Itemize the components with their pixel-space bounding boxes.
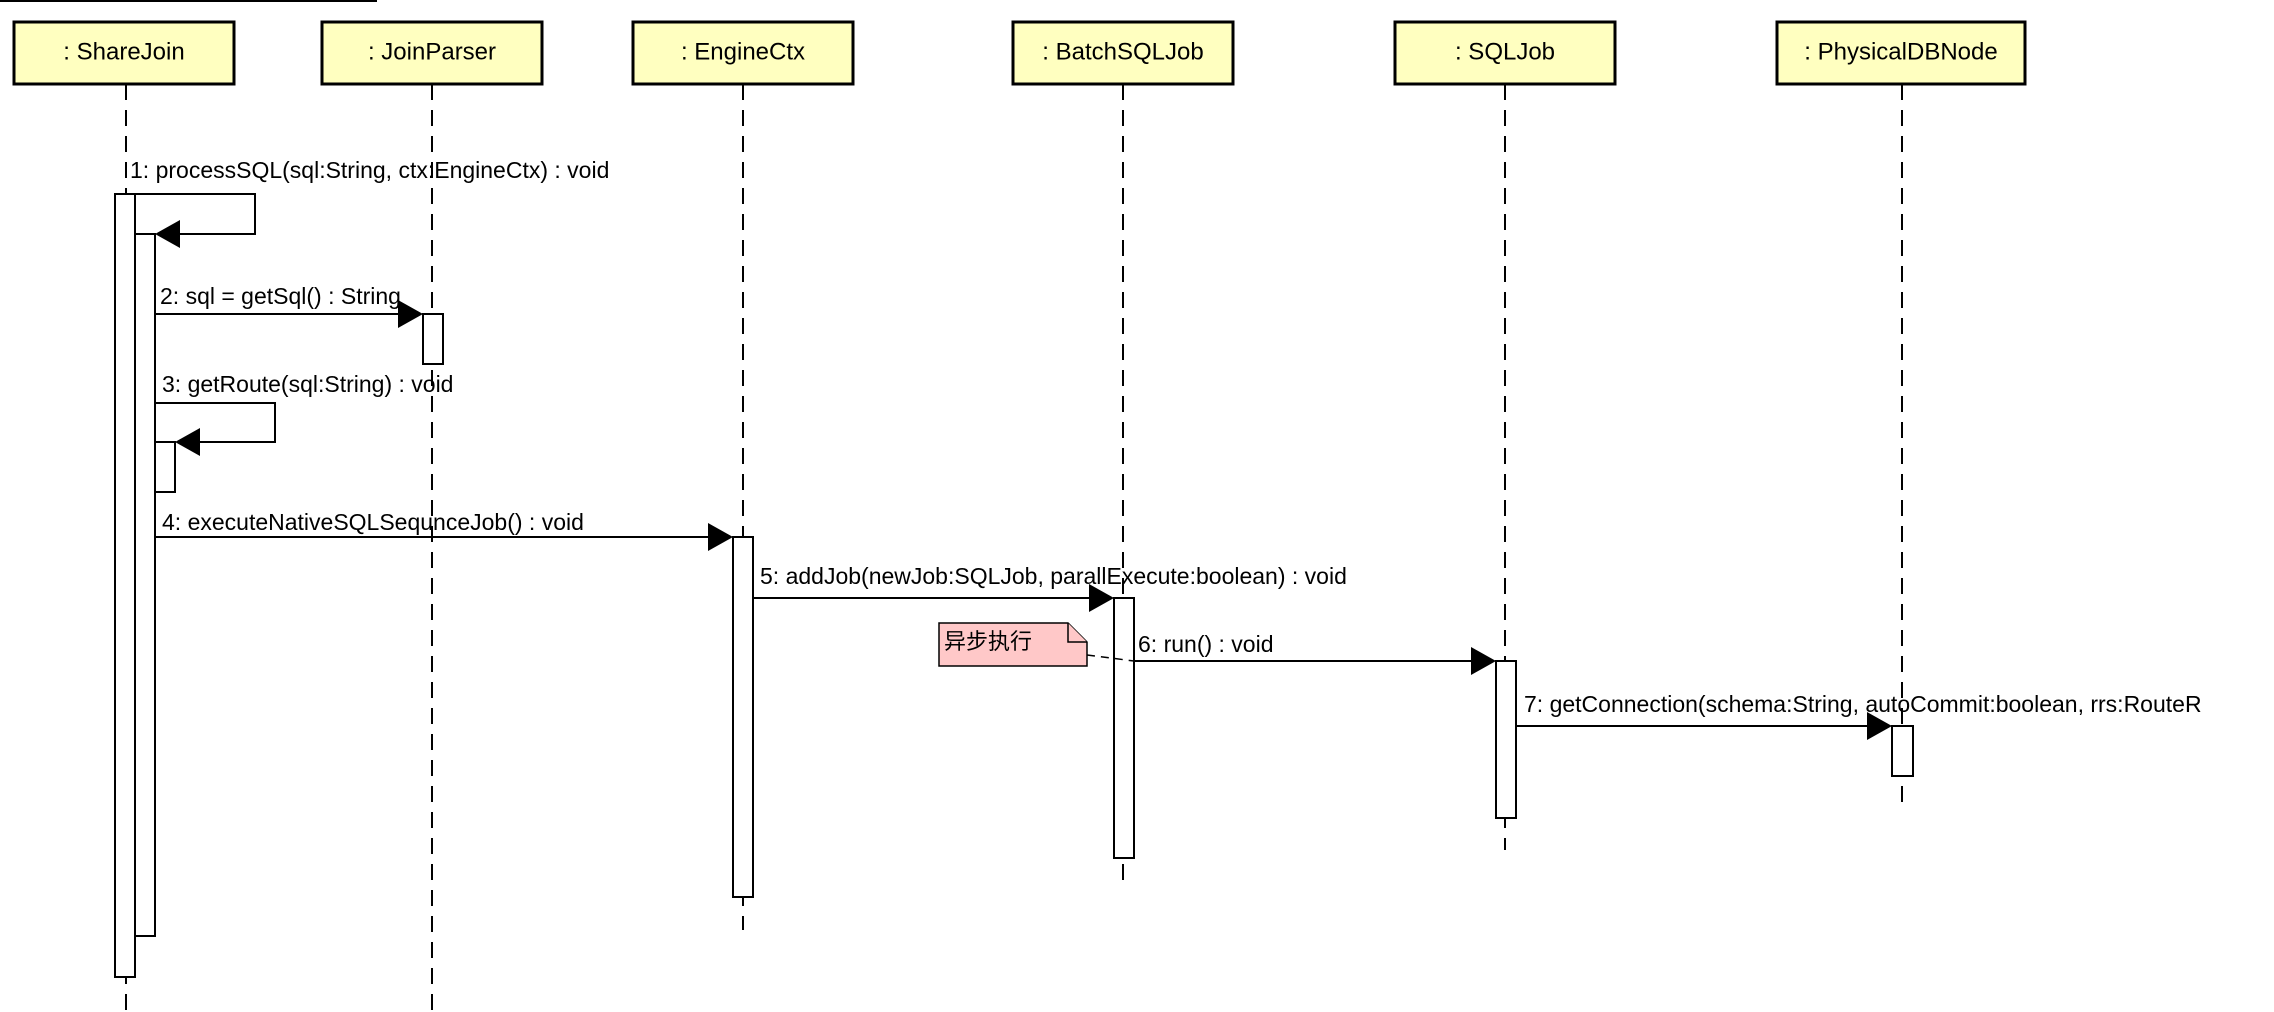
message-label: 6: run() : void xyxy=(1138,631,1274,657)
lifeline-label: : JoinParser xyxy=(368,38,496,65)
lifeline-header-enginectx[interactable]: : EngineCtx xyxy=(631,20,855,86)
message-2[interactable]: 2: sql = getSql() : String xyxy=(155,283,423,328)
activation-sharejoin-outer xyxy=(114,193,136,978)
message-label: 3: getRoute(sql:String) : void xyxy=(162,371,453,397)
lifeline-label: : BatchSQLJob xyxy=(1042,38,1203,65)
message-label: 4: executeNativeSQLSequnceJob() : void xyxy=(162,509,584,535)
activation-joinparser xyxy=(422,313,444,365)
note-connector xyxy=(1086,654,1135,662)
lifeline-header-batchsqljob[interactable]: : BatchSQLJob xyxy=(1011,20,1235,86)
lifeline-header-sqljob[interactable]: : SQLJob xyxy=(1393,20,1617,86)
activation-sqljob xyxy=(1495,660,1517,819)
lifeline-label: : SQLJob xyxy=(1455,38,1555,65)
activation-sharejoin-inner xyxy=(134,233,156,937)
lifeline-label: : PhysicalDBNode xyxy=(1804,38,1997,65)
message-label: 5: addJob(newJob:SQLJob, parallExecute:b… xyxy=(760,563,1347,589)
message-label: 2: sql = getSql() : String xyxy=(160,283,401,309)
message-3[interactable]: 3: getRoute(sql:String) : void xyxy=(155,371,453,456)
message-6[interactable]: 6: run() : void xyxy=(1134,631,1496,675)
lifeline-header-sharejoin[interactable]: : ShareJoin xyxy=(12,20,236,86)
async-note[interactable]: 异步执行 xyxy=(938,622,1135,667)
lifeline-label: : EngineCtx xyxy=(681,38,805,65)
message-4[interactable]: 4: executeNativeSQLSequnceJob() : void xyxy=(155,509,733,551)
lifeline-header-physicaldbnode[interactable]: : PhysicalDBNode xyxy=(1775,20,2027,86)
message-7[interactable]: 7: getConnection(schema:String, autoComm… xyxy=(1516,691,2202,740)
lifeline-label: : ShareJoin xyxy=(63,38,184,65)
message-5[interactable]: 5: addJob(newJob:SQLJob, parallExecute:b… xyxy=(753,563,1347,612)
note-text: 异步执行 xyxy=(944,630,1032,655)
lifeline-header-joinparser[interactable]: : JoinParser xyxy=(320,20,544,86)
message-label: 1: processSQL(sql:String, ctx:EngineCtx)… xyxy=(130,157,609,183)
diagram-frame-edge xyxy=(0,0,377,2)
activation-physicaldbnode xyxy=(1891,725,1914,777)
activation-enginectx xyxy=(732,536,754,898)
activation-sharejoin-route xyxy=(154,441,176,493)
message-1[interactable]: 1: processSQL(sql:String, ctx:EngineCtx)… xyxy=(126,157,609,248)
activation-batchsqljob xyxy=(1113,597,1135,859)
message-label: 7: getConnection(schema:String, autoComm… xyxy=(1524,691,2202,717)
